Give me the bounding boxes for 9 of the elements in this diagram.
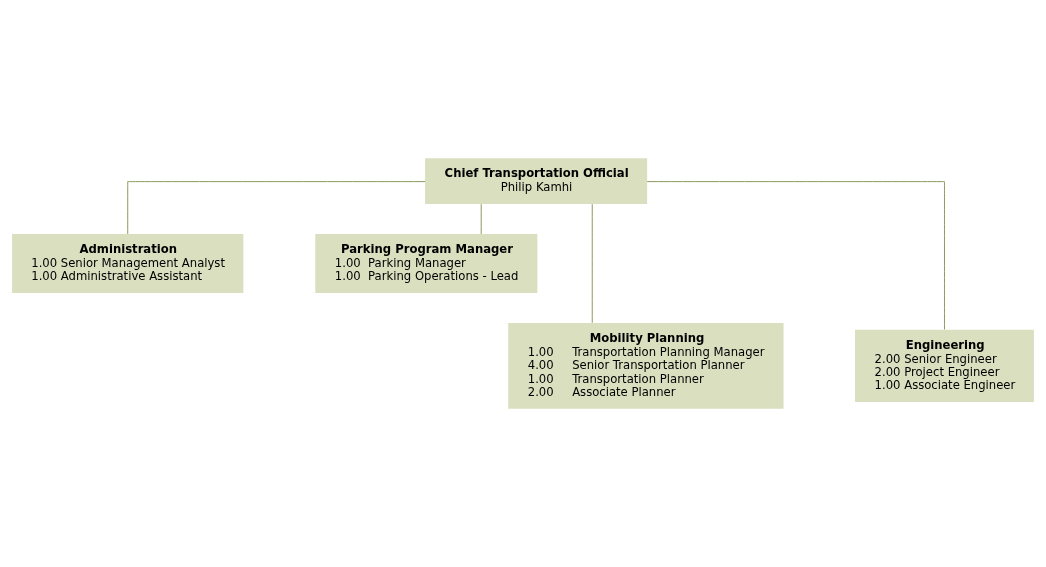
node-box: Mobility Planning 1.00 Transportation Planning Manager 4.00 Senior Transportation Planner 1.00 Transportation Planner 2.00 Associate Planner <box>508 323 784 409</box>
node-box: Engineering 2.00 Senior Engineer 2.00 Project Engineer 1.00 Associate Engineer <box>855 329 1034 402</box>
connector <box>480 203 482 235</box>
node-box: Parking Program Manager 1.00 Parking Manager 1.00 Parking Operations - Lead <box>315 234 538 294</box>
connector <box>127 181 426 235</box>
connector <box>591 203 593 324</box>
node-box: Administration 1.00 Senior Management Analyst 1.00 Administrative Assistant <box>12 234 244 294</box>
node-box: Chief Transportation Official Philip Kamhi <box>425 158 648 205</box>
connector <box>646 181 945 330</box>
